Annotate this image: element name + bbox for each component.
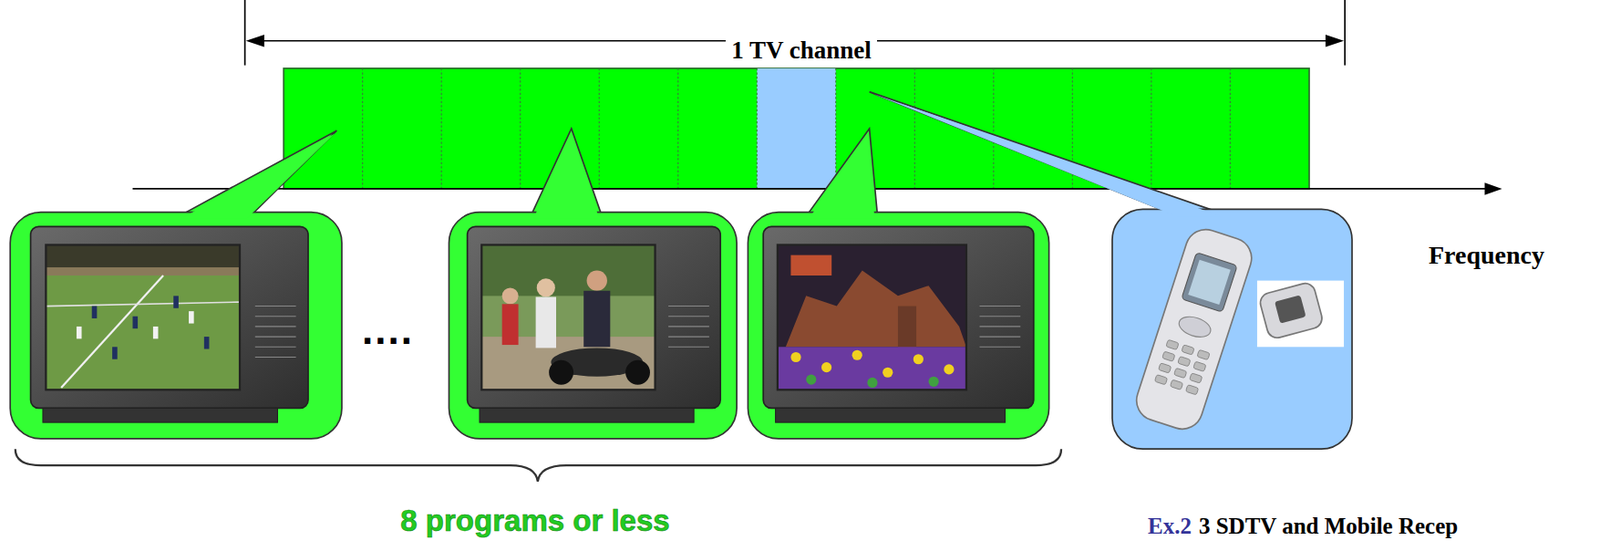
example-number: Ex.2	[1147, 513, 1192, 540]
channel-width-label: 1 TV channel	[725, 36, 878, 65]
tv-set	[30, 226, 309, 423]
tv-set	[467, 226, 722, 423]
tv-set	[763, 226, 1034, 423]
axis-label: Frequency	[1428, 240, 1545, 270]
mobile-phone	[1131, 224, 1344, 434]
example-title: 3 SDTV and Mobile Recep	[1198, 513, 1458, 540]
program-callout	[448, 128, 737, 439]
channel-width-marker	[245, 0, 1346, 66]
program-callout	[747, 128, 1049, 439]
program-callout	[10, 130, 342, 439]
channel-band	[283, 68, 1310, 189]
frequency-axis	[133, 182, 1503, 195]
brace-label: 8 programs or less	[400, 503, 670, 538]
ellipsis: ....	[361, 307, 414, 354]
grouping-brace	[15, 448, 1062, 482]
